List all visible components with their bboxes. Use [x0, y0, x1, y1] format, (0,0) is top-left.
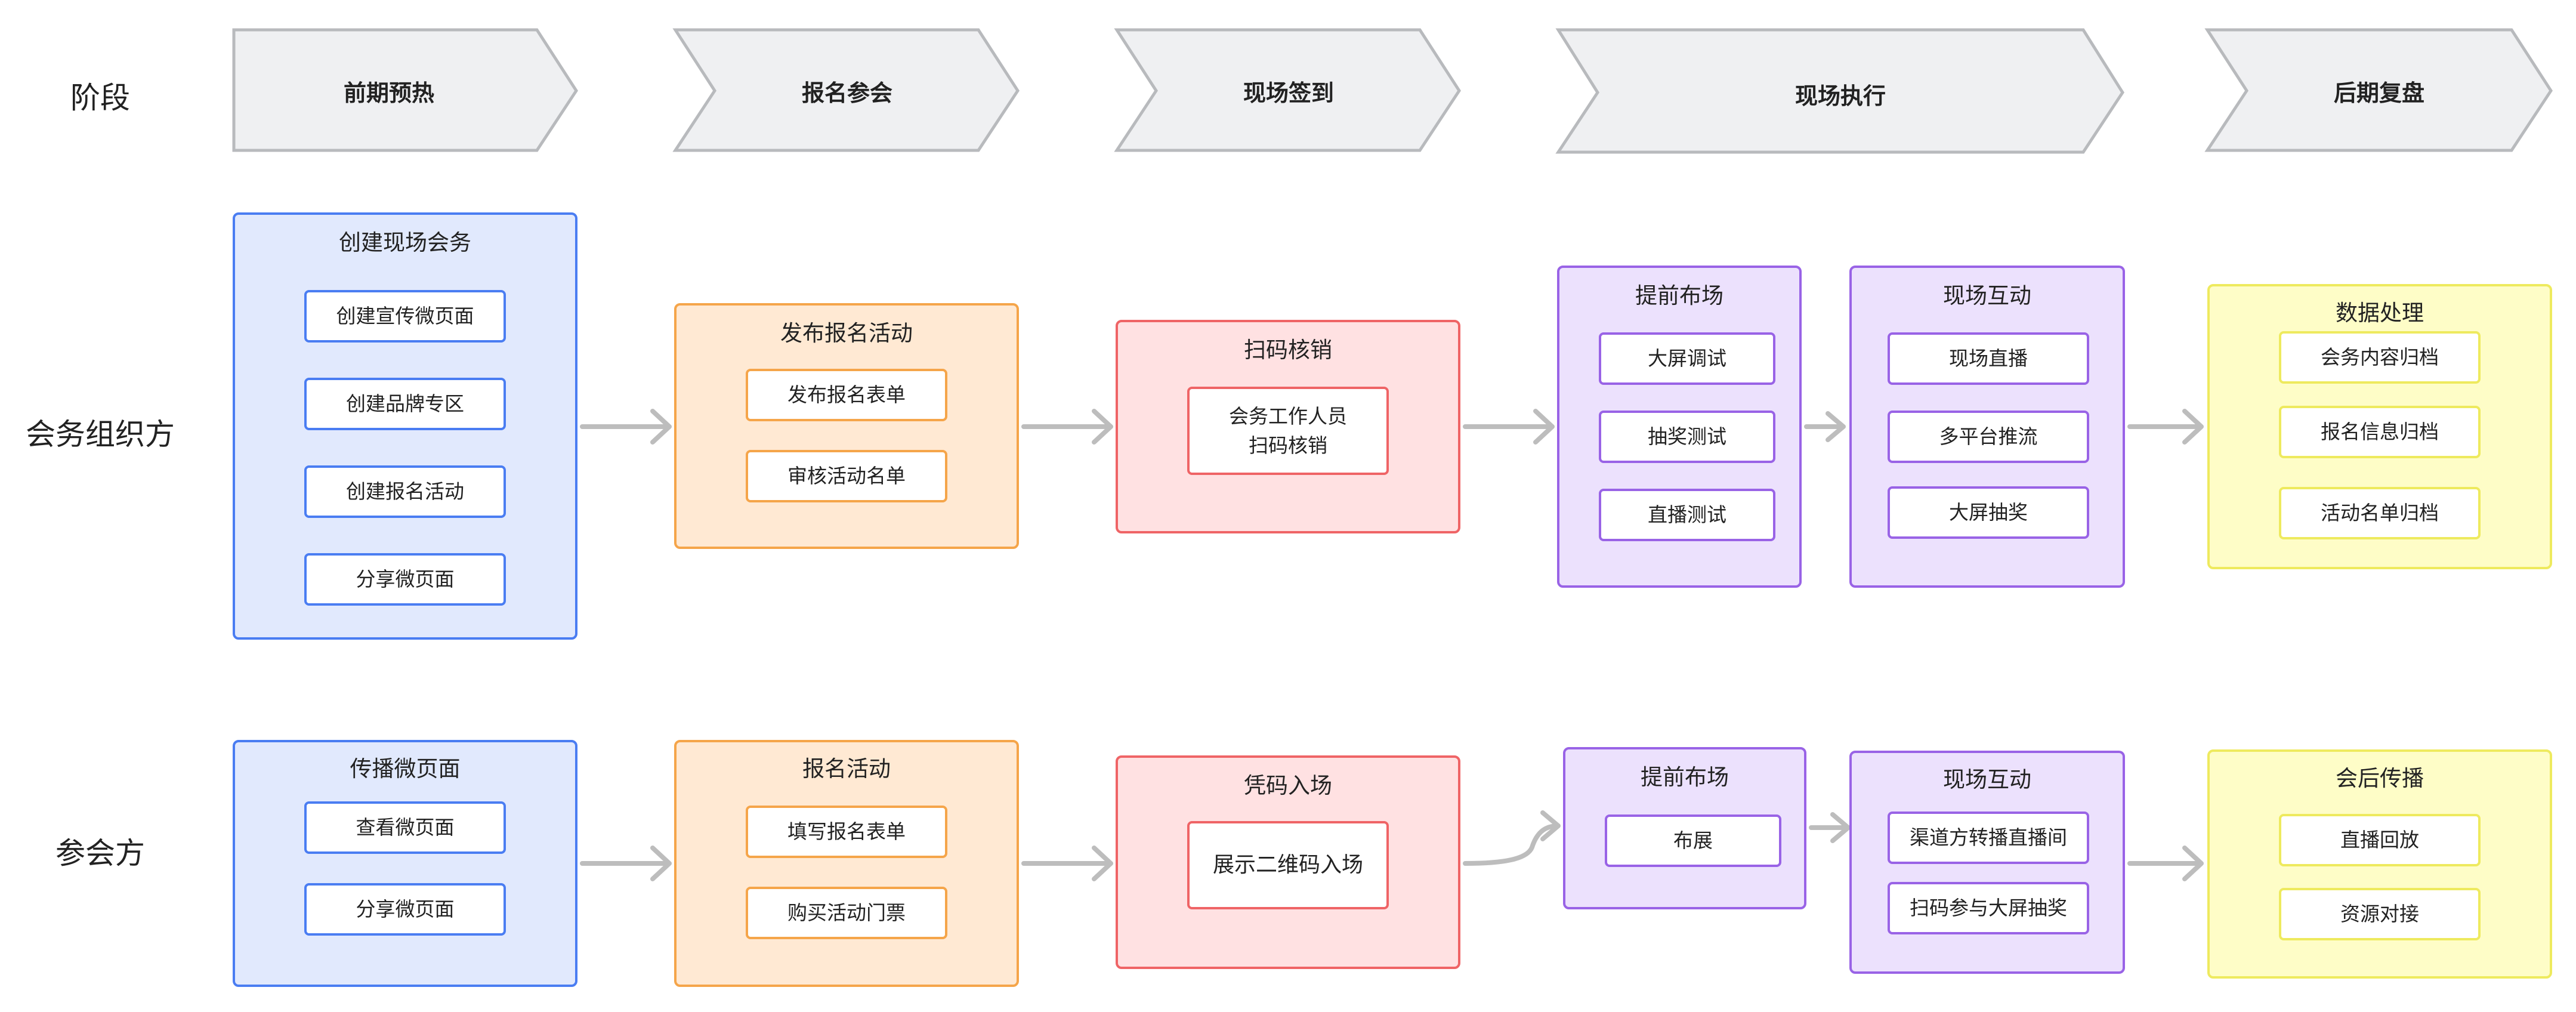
org-signup-title: 发布报名活动 [780, 320, 913, 346]
att-setup-item-1: 布展 [1605, 814, 1781, 867]
stage-label-execution: 现场执行 [1794, 83, 1886, 109]
att-warmup-item-1: 查看微页面 [304, 801, 506, 854]
stage-chevron-warmup [232, 28, 578, 152]
att-checkin-title: 凭码入场 [1244, 773, 1332, 798]
row-label-attendee: 参会方 [55, 836, 145, 871]
att-interact-item-1: 渠道方转播直播间 [1888, 812, 2089, 864]
stage-chevron-execution [1555, 28, 2124, 154]
att-signup-item-1: 填写报名表单 [746, 806, 947, 858]
arrow-att-2 [1021, 846, 1113, 881]
att-interact-item-2: 扫码参与大屏抽奖 [1888, 882, 2089, 934]
org-checkin-title: 扫码核销 [1244, 337, 1332, 363]
att-review-item-1: 直播回放 [2279, 814, 2481, 866]
att-interact-title: 现场互动 [1943, 767, 2031, 792]
att-warmup-item-2: 分享微页面 [304, 883, 506, 936]
org-review-title: 数据处理 [2336, 300, 2424, 326]
org-checkin-line-2: 扫码核销 [1249, 434, 1327, 457]
org-setup-item-3: 直播测试 [1599, 489, 1775, 541]
org-warmup-item-3: 创建报名活动 [304, 465, 506, 518]
att-signup-title: 报名活动 [802, 756, 891, 782]
stage-label-warmup: 前期预热 [343, 80, 434, 106]
org-warmup-item-2: 创建品牌专区 [304, 378, 506, 430]
arrow-org-3 [1463, 409, 1555, 445]
org-checkin-line-1: 会务工作人员 [1229, 404, 1347, 428]
org-setup-title: 提前布场 [1635, 283, 1723, 308]
org-warmup-title: 创建现场会务 [339, 230, 471, 255]
att-review-item-2: 资源对接 [2279, 888, 2481, 940]
org-checkin-item: 会务工作人员 扫码核销 [1187, 387, 1389, 475]
att-warmup-title: 传播微页面 [350, 756, 461, 782]
org-signup-item-2: 审核活动名单 [746, 450, 947, 502]
org-review-item-2: 报名信息归档 [2279, 406, 2481, 458]
att-setup-title: 提前布场 [1641, 764, 1729, 790]
stage-label-checkin: 现场签到 [1243, 80, 1334, 106]
org-signup-group: 发布报名活动 [674, 303, 1019, 549]
org-setup-item-2: 抽奖测试 [1599, 411, 1775, 463]
row-label-organizer: 会务组织方 [26, 417, 175, 452]
att-signup-item-2: 购买活动门票 [746, 887, 947, 939]
org-interact-item-3: 大屏抽奖 [1888, 486, 2089, 539]
arrow-org-2 [1021, 409, 1113, 445]
org-signup-item-1: 发布报名表单 [746, 369, 947, 421]
org-warmup-item-1: 创建宣传微页面 [304, 290, 506, 343]
arrow-att-3 [1463, 810, 1561, 866]
stage-label-review: 后期复盘 [2333, 80, 2424, 106]
stage-chevron-review [2204, 28, 2553, 152]
organizer-connectors [580, 409, 2204, 445]
org-interact-item-1: 现场直播 [1888, 332, 2089, 385]
arrow-att-1 [580, 846, 672, 881]
org-interact-item-2: 多平台推流 [1888, 411, 2089, 463]
stage-label-signup: 报名参会 [801, 80, 892, 106]
arrow-att-5 [2127, 846, 2204, 881]
arrow-org-5 [2127, 409, 2204, 445]
org-review-item-3: 活动名单归档 [2279, 487, 2481, 539]
org-setup-item-1: 大屏调试 [1599, 332, 1775, 385]
att-checkin-item: 展示二维码入场 [1187, 821, 1389, 909]
att-warmup-group: 传播微页面 [233, 740, 577, 987]
att-signup-group: 报名活动 [674, 740, 1019, 987]
arrow-org-4 [1804, 411, 1846, 442]
stage-chevron-signup [672, 28, 1020, 152]
att-review-title: 会后传播 [2336, 766, 2424, 791]
arrow-org-1 [580, 409, 672, 445]
org-review-item-1: 会务内容归档 [2279, 331, 2481, 384]
org-warmup-item-4: 分享微页面 [304, 553, 506, 606]
stage-chevron-checkin [1114, 28, 1461, 152]
org-interact-title: 现场互动 [1943, 283, 2031, 308]
attendee-connectors [580, 810, 2204, 881]
arrow-att-4 [1809, 812, 1851, 843]
row-label-stage: 阶段 [70, 81, 130, 115]
